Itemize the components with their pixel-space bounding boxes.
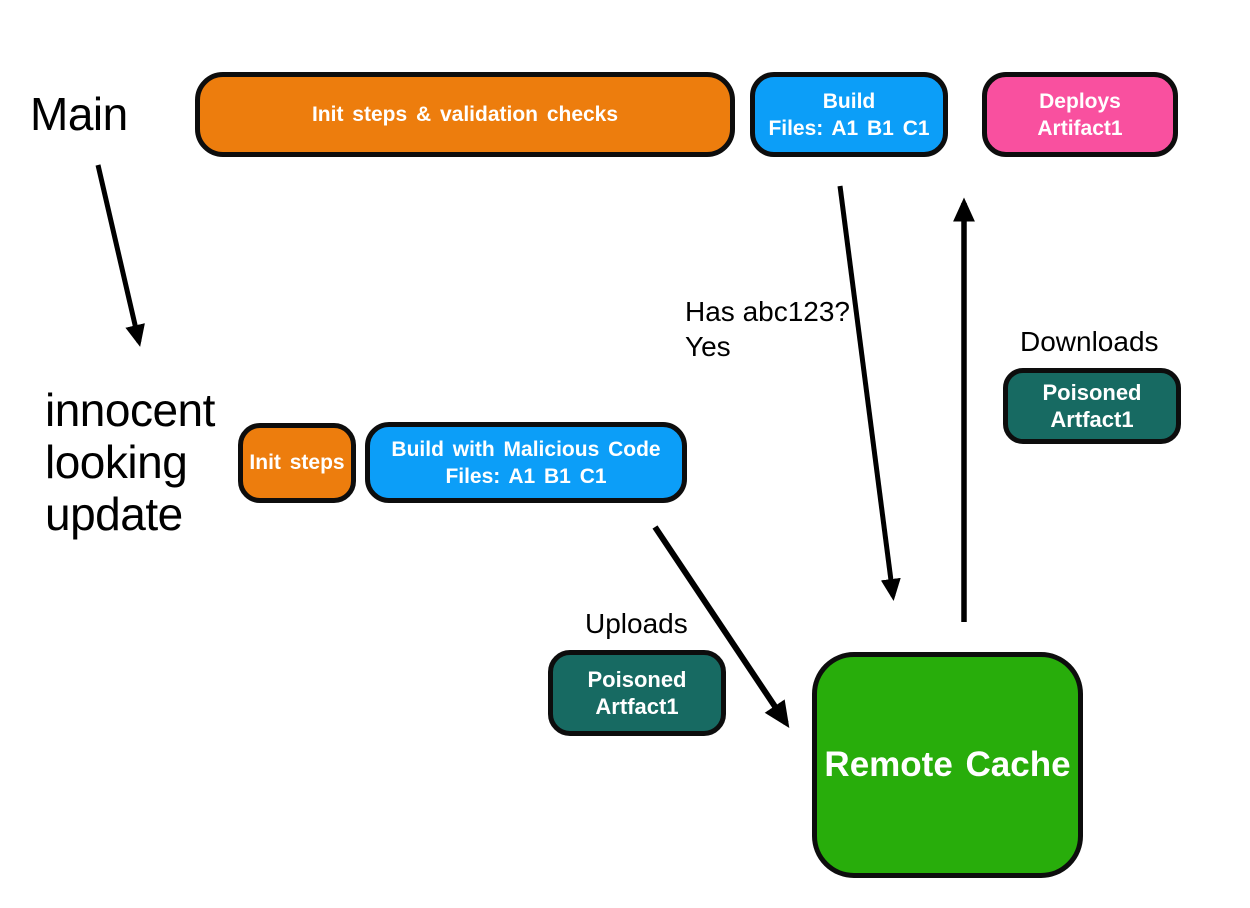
innocent-update-line1: innocent — [45, 384, 215, 436]
main-branch-label: Main — [30, 88, 128, 140]
node-build-main-files: Files: A1 B1 C1 — [768, 116, 930, 140]
node-build-malicious: Build with Malicious Code Files: A1 B1 C… — [365, 422, 687, 503]
node-remote-cache: Remote Cache — [812, 652, 1083, 878]
node-poisoned-upload-line1: Poisoned — [587, 667, 687, 692]
uploads-label: Uploads — [585, 608, 688, 639]
node-poisoned-download-line1: Poisoned — [1042, 380, 1142, 405]
node-poisoned-download-line2: Artfact1 — [1050, 407, 1134, 432]
innocent-update-line3: update — [45, 488, 183, 540]
node-build-malicious-files: Files: A1 B1 C1 — [445, 464, 607, 488]
node-poisoned-upload-line2: Artfact1 — [595, 694, 679, 719]
innocent-update-label: innocent looking update — [45, 384, 305, 540]
node-remote-cache-label: Remote Cache — [824, 745, 1071, 784]
node-build-main: Build Files: A1 B1 C1 — [750, 72, 948, 157]
node-init-steps: Init steps — [238, 423, 356, 503]
innocent-update-line2: looking — [45, 436, 188, 488]
node-deploys-artifact-name: Artifact1 — [1037, 116, 1123, 140]
node-build-main-title: Build — [822, 89, 876, 113]
node-poisoned-artifact-download: Poisoned Artfact1 — [1003, 368, 1181, 444]
node-build-malicious-title: Build with Malicious Code — [391, 437, 661, 461]
arrow-build-to-cache — [837, 185, 901, 601]
node-poisoned-artifact-upload: Poisoned Artfact1 — [548, 650, 726, 736]
node-deploys-title: Deploys — [1039, 89, 1121, 113]
cache-check-answer: Yes — [685, 331, 731, 362]
arrow-main-to-update — [95, 164, 145, 347]
cache-check-question: Has abc123? — [685, 296, 851, 327]
cache-check-label: Has abc123? Yes — [685, 294, 850, 364]
node-init-validation-checks-label: Init steps & validation checks — [311, 102, 619, 126]
node-init-validation-checks: Init steps & validation checks — [195, 72, 735, 157]
node-deploys-artifact: Deploys Artifact1 — [982, 72, 1178, 157]
downloads-label: Downloads — [1020, 326, 1159, 357]
node-init-steps-label: Init steps — [249, 451, 345, 474]
